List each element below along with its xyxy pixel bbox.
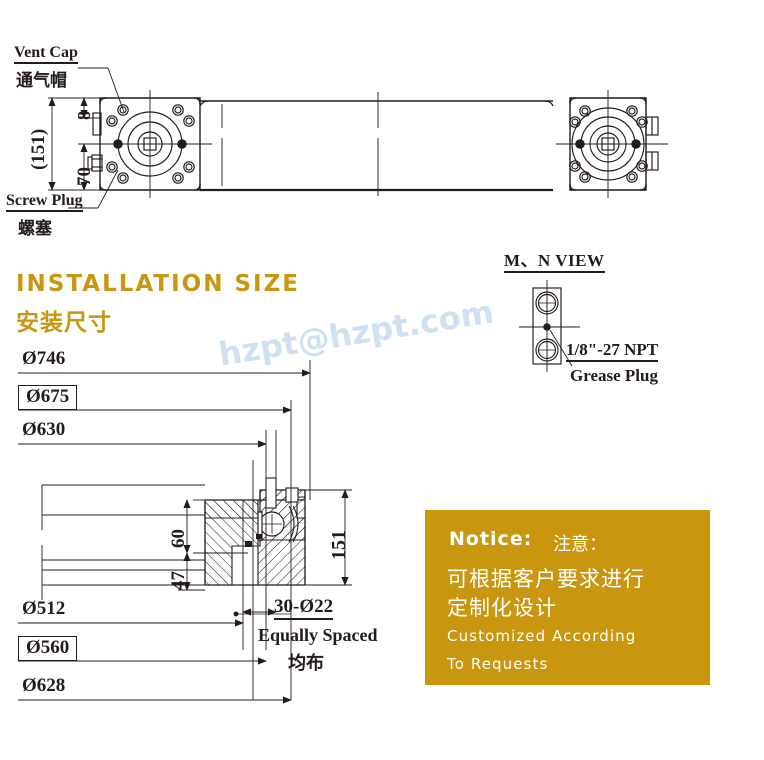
vent-cap-label-en: Vent Cap xyxy=(14,44,78,64)
dim-151-label: 151 xyxy=(328,530,350,560)
dim-70: 70 xyxy=(74,167,95,186)
dim-151-overall: (151) xyxy=(28,128,49,170)
installation-section-view xyxy=(204,400,306,700)
screw-plug-label-en: Screw Plug xyxy=(6,192,83,212)
section-dimension-lines xyxy=(18,360,352,704)
installation-size-title-cn: 安装尺寸 xyxy=(16,310,112,336)
notice-body-en-line1: Customized According xyxy=(447,627,637,645)
grease-plug-label: Grease Plug xyxy=(570,366,658,385)
diameter-675-label: Ø675 xyxy=(18,385,78,410)
equally-spaced-label-cn: 均布 xyxy=(288,653,324,674)
notice-body-cn-line1: 可根据客户要求进行 xyxy=(447,567,645,591)
notice-heading-cn: 注意： xyxy=(553,534,607,555)
notice-body-en-line2: To Requests xyxy=(447,655,549,673)
dim-8: 8 xyxy=(74,111,94,120)
mn-view-title: M、N VIEW xyxy=(504,246,605,273)
diameter-560-label: Ø560 xyxy=(18,636,78,661)
vent-cap-label-cn: 通气帽 xyxy=(16,71,67,91)
dim-60-label: 60 xyxy=(168,529,189,548)
diameter-628-label: Ø628 xyxy=(22,675,66,696)
top-assembly-view xyxy=(87,90,668,198)
dim-47-label: 47 xyxy=(168,571,189,590)
notice-body-cn-line2: 定制化设计 xyxy=(447,596,557,620)
installation-size-title-en: INSTALLATION SIZE xyxy=(16,271,300,297)
notice-box: Notice: 注意： 可根据客户要求进行 定制化设计 Customized A… xyxy=(425,510,710,685)
diameter-512-label: Ø512 xyxy=(22,598,66,619)
npt-spec-label: 1/8"-27 NPT xyxy=(566,340,659,362)
top-view-dimension-lines xyxy=(48,67,125,209)
screw-plug-label-cn: 螺塞 xyxy=(18,219,52,239)
notice-heading-en: Notice: xyxy=(449,528,533,550)
equally-spaced-label-en: Equally Spaced xyxy=(258,625,378,645)
diameter-630-label: Ø630 xyxy=(22,419,66,440)
diameter-746-label: Ø746 xyxy=(22,348,66,369)
hole-spec-label: 30-Ø22 xyxy=(274,596,334,620)
